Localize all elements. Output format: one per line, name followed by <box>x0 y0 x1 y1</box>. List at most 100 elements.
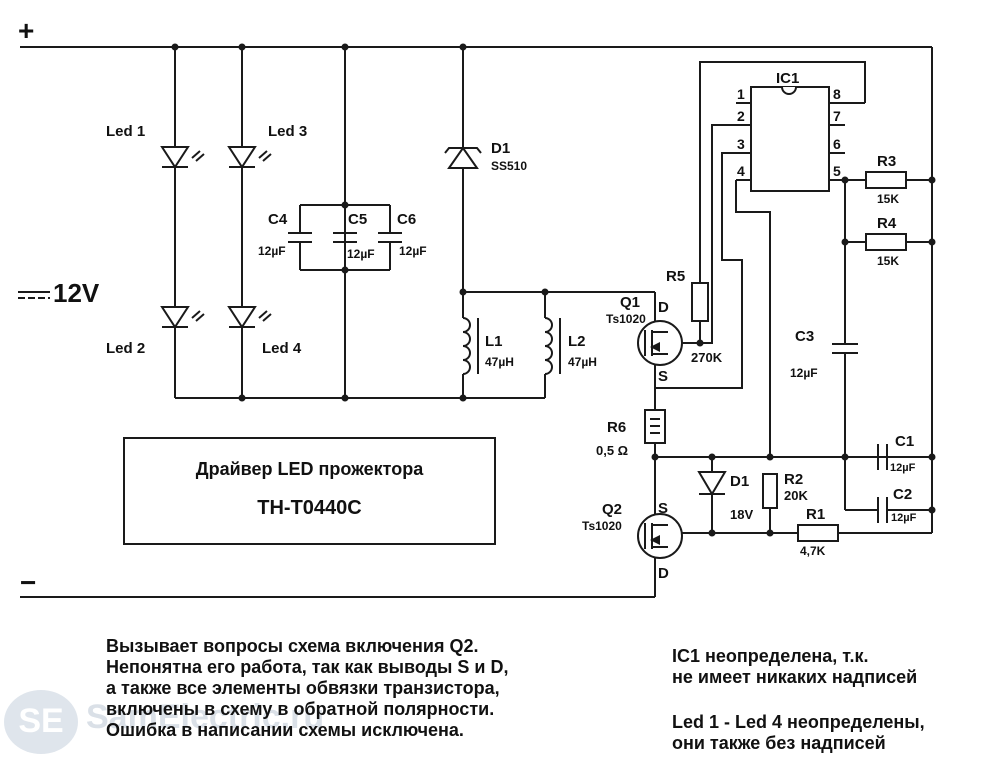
l1-value: 47µH <box>485 355 514 369</box>
r1-resistor-symbol <box>680 524 932 542</box>
c2-label: C2 <box>893 486 912 503</box>
ic1-pin-1: 1 <box>737 86 745 102</box>
d1-part: SS510 <box>491 159 527 173</box>
led-4-symbol <box>227 306 272 329</box>
ic1-body <box>736 86 865 192</box>
c5-value: 12µF <box>347 247 375 261</box>
r2-label: R2 <box>784 471 803 488</box>
q1-label: Q1 <box>620 294 640 311</box>
watermark-logo: SE <box>4 690 78 754</box>
c3-value: 12µF <box>790 366 818 380</box>
c2-value: 12µF <box>891 512 917 524</box>
ic1-pin2-gate-wire <box>700 124 736 344</box>
ic1-pin-7: 7 <box>833 108 841 124</box>
watermark-site: SamElectric.ru <box>86 698 325 736</box>
c4-label: C4 <box>268 211 288 228</box>
dc-symbol <box>18 291 50 299</box>
r5-value: 270K <box>691 350 723 365</box>
r6-value: 0,5 Ω <box>596 443 628 458</box>
q1-source-feedback-wire <box>655 152 743 389</box>
ic-note: IC1 неопределена, т.к. не имеет никаких … <box>672 646 917 688</box>
c6-value: 12µF <box>399 244 427 258</box>
q1-pin-d: D <box>658 299 669 316</box>
c1-capacitor-symbol <box>845 444 888 470</box>
ic1-pin-6: 6 <box>833 136 841 152</box>
q2-pin-d: D <box>658 565 669 582</box>
c5-label: C5 <box>348 211 367 228</box>
q2-label: Q2 <box>602 501 622 518</box>
r3-resistor-symbol <box>845 171 932 189</box>
r5-resistor-symbol <box>691 282 709 343</box>
led-1-label: Led 1 <box>106 123 145 140</box>
led-note-line: Led 1 - Led 4 неопределены, <box>672 712 925 732</box>
r4-label: R4 <box>877 215 897 232</box>
ic1-pin-8: 8 <box>833 86 841 102</box>
q1-mosfet-symbol <box>545 291 700 398</box>
driver-title-box: Драйвер LED прожектора TH-T0440C <box>123 437 496 545</box>
r2-resistor-symbol <box>762 473 778 533</box>
junction-dots <box>171 43 936 537</box>
supply-voltage: 12V <box>53 278 100 308</box>
r4-resistor-symbol <box>845 233 932 251</box>
r3-value: 15K <box>877 192 899 206</box>
ic1-pin4-wire <box>735 180 771 457</box>
q2-note: Вызывает вопросы схема включения Q2. Неп… <box>106 636 508 741</box>
led-3-symbol <box>227 146 272 169</box>
led-2-symbol <box>160 306 205 329</box>
q2-note-line: включены в схему в обратной полярности. <box>106 699 495 719</box>
negative-rail <box>20 570 656 598</box>
d1-schottky-symbol <box>444 47 482 292</box>
q1-part: Ts1020 <box>606 312 646 326</box>
c1-label: C1 <box>895 433 914 450</box>
led-4-label: Led 4 <box>262 340 302 357</box>
c2-capacitor-symbol <box>845 497 932 523</box>
plus-sign: + <box>18 15 34 46</box>
ic1-pin-5: 5 <box>833 163 841 179</box>
driver-title: Драйвер LED прожектора <box>195 459 424 479</box>
q2-note-line: а также все элементы обвязки транзистора… <box>106 678 500 698</box>
c4-value: 12µF <box>258 244 286 258</box>
ic1-pin-3: 3 <box>737 136 745 152</box>
c1-value: 12µF <box>890 462 916 474</box>
d1-zener-label: D1 <box>730 473 749 490</box>
led-1-symbol <box>160 146 205 169</box>
q2-pin-s: S <box>658 500 668 517</box>
l2-value: 47µH <box>568 355 597 369</box>
ic-note-line: не имеет никаких надписей <box>672 667 918 687</box>
c6-label: C6 <box>397 211 416 228</box>
led-note-line: они также без надписей <box>672 733 886 753</box>
watermark-badge-text: SE <box>18 702 64 740</box>
l2-inductor-symbol <box>544 292 561 398</box>
l1-label: L1 <box>485 333 503 350</box>
ic-note-line: IC1 неопределена, т.к. <box>672 646 869 666</box>
q2-note-line: Непонятна его работа, так как выводы S и… <box>106 657 509 677</box>
c3-label: C3 <box>795 328 814 345</box>
l2-label: L2 <box>568 333 586 350</box>
r6-resistor-symbol <box>644 398 666 457</box>
d1-zener-value: 18V <box>730 507 753 522</box>
c3-capacitor-symbol <box>832 180 858 510</box>
ic1-pin-2: 2 <box>737 108 745 124</box>
q2-note-line: Ошибка в написании схемы исключена. <box>106 720 464 740</box>
r6-label: R6 <box>607 419 626 436</box>
r1-value: 4,7K <box>800 544 826 558</box>
r5-label: R5 <box>666 268 685 285</box>
r4-value: 15K <box>877 254 899 268</box>
r3-label: R3 <box>877 153 896 170</box>
q2-part: Ts1020 <box>582 519 622 533</box>
q2-mosfet-symbol <box>637 457 683 570</box>
ic1-pin8-wire <box>699 61 866 283</box>
capacitor-bank <box>288 47 402 398</box>
r1-label: R1 <box>806 506 825 523</box>
d1-zener-symbol <box>697 457 727 533</box>
led-3-label: Led 3 <box>268 123 307 140</box>
ic1-pin-4: 4 <box>737 163 745 179</box>
ic1-label: IC1 <box>776 70 799 87</box>
d1-label: D1 <box>491 140 510 157</box>
led-2-label: Led 2 <box>106 340 145 357</box>
q2-note-line: Вызывает вопросы схема включения Q2. <box>106 636 479 656</box>
r2-value: 20K <box>784 488 808 503</box>
l1-inductor-symbol <box>462 291 545 398</box>
